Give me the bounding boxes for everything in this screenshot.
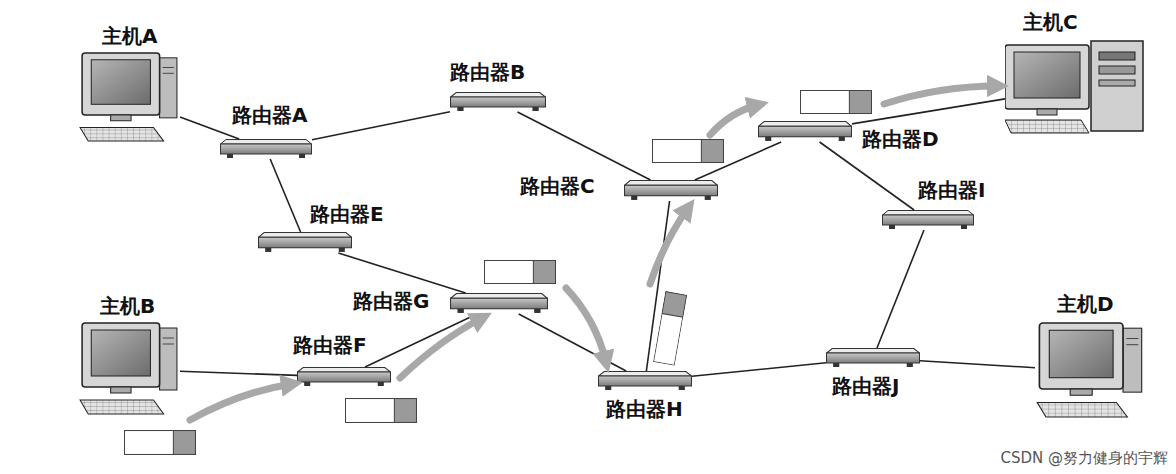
node-label: 路由器C [520, 174, 595, 198]
flow-arrow [190, 384, 292, 420]
network-link [312, 112, 450, 140]
flow-arrow [884, 86, 998, 104]
node-label: 路由器I [918, 178, 985, 202]
router-icon [451, 93, 546, 112]
router-node: 路由器B [450, 92, 546, 112]
router-node: 路由器D [758, 121, 852, 142]
node-label: 主机C [1023, 10, 1078, 34]
network-link [270, 159, 300, 232]
node-label: 主机A [102, 24, 157, 48]
node-label: 路由器J [832, 374, 899, 398]
node-label: 路由器D [862, 127, 939, 151]
node-label: 路由器B [450, 60, 525, 84]
router-node: 路由器G [450, 293, 548, 314]
network-link [180, 371, 297, 375]
network-link [820, 142, 915, 210]
host-computer [80, 53, 177, 141]
router-icon [883, 211, 974, 230]
flow-arrow [650, 208, 688, 284]
node-label: 主机D [1057, 292, 1114, 316]
packet [346, 399, 417, 423]
router-icon [451, 294, 548, 313]
router-node: 路由器C [624, 180, 718, 201]
node-label: 路由器E [310, 202, 384, 226]
packet [125, 431, 196, 455]
node-label: 路由器A [232, 103, 307, 127]
packet [485, 261, 556, 284]
packet [654, 292, 687, 366]
network-link [852, 99, 1005, 124]
host-computer [80, 323, 177, 414]
router-icon [221, 140, 312, 159]
flow-arrow [710, 105, 758, 135]
router-icon [827, 349, 920, 368]
router-node: 路由器J [826, 348, 920, 368]
network-link [920, 361, 1035, 368]
router-node: 路由器I [882, 210, 974, 230]
node-label: 主机B [100, 294, 155, 318]
host-node: 主机B [78, 322, 180, 417]
network-link [692, 363, 826, 377]
watermark: CSDN @努力健身的宇辉 [1000, 449, 1168, 468]
router-node: 路由器H [598, 371, 692, 391]
host-node: 主机A [78, 52, 180, 144]
network-link [338, 253, 465, 293]
router-icon [759, 122, 852, 141]
host-computer [1005, 41, 1143, 133]
router-icon [259, 233, 352, 252]
flow-arrow [566, 288, 606, 362]
packet [653, 140, 724, 163]
packet [801, 91, 872, 114]
host-node: 主机C [1005, 40, 1145, 135]
network-link [519, 314, 626, 371]
router-node: 路由器F [297, 367, 391, 387]
host-node: 主机D [1035, 322, 1145, 420]
network-link [518, 112, 651, 180]
router-icon [599, 372, 692, 391]
host-computer [1037, 323, 1142, 417]
network-link [180, 117, 239, 139]
node-label: 路由器F [293, 333, 367, 357]
router-icon [298, 368, 391, 387]
node-label: 路由器G [353, 289, 429, 313]
node-label: 路由器H [606, 397, 683, 421]
router-node: 路由器A [220, 139, 312, 159]
router-node: 路由器E [258, 232, 352, 253]
router-icon [625, 181, 718, 200]
network-link [877, 230, 924, 348]
flow-arrow [400, 318, 482, 378]
